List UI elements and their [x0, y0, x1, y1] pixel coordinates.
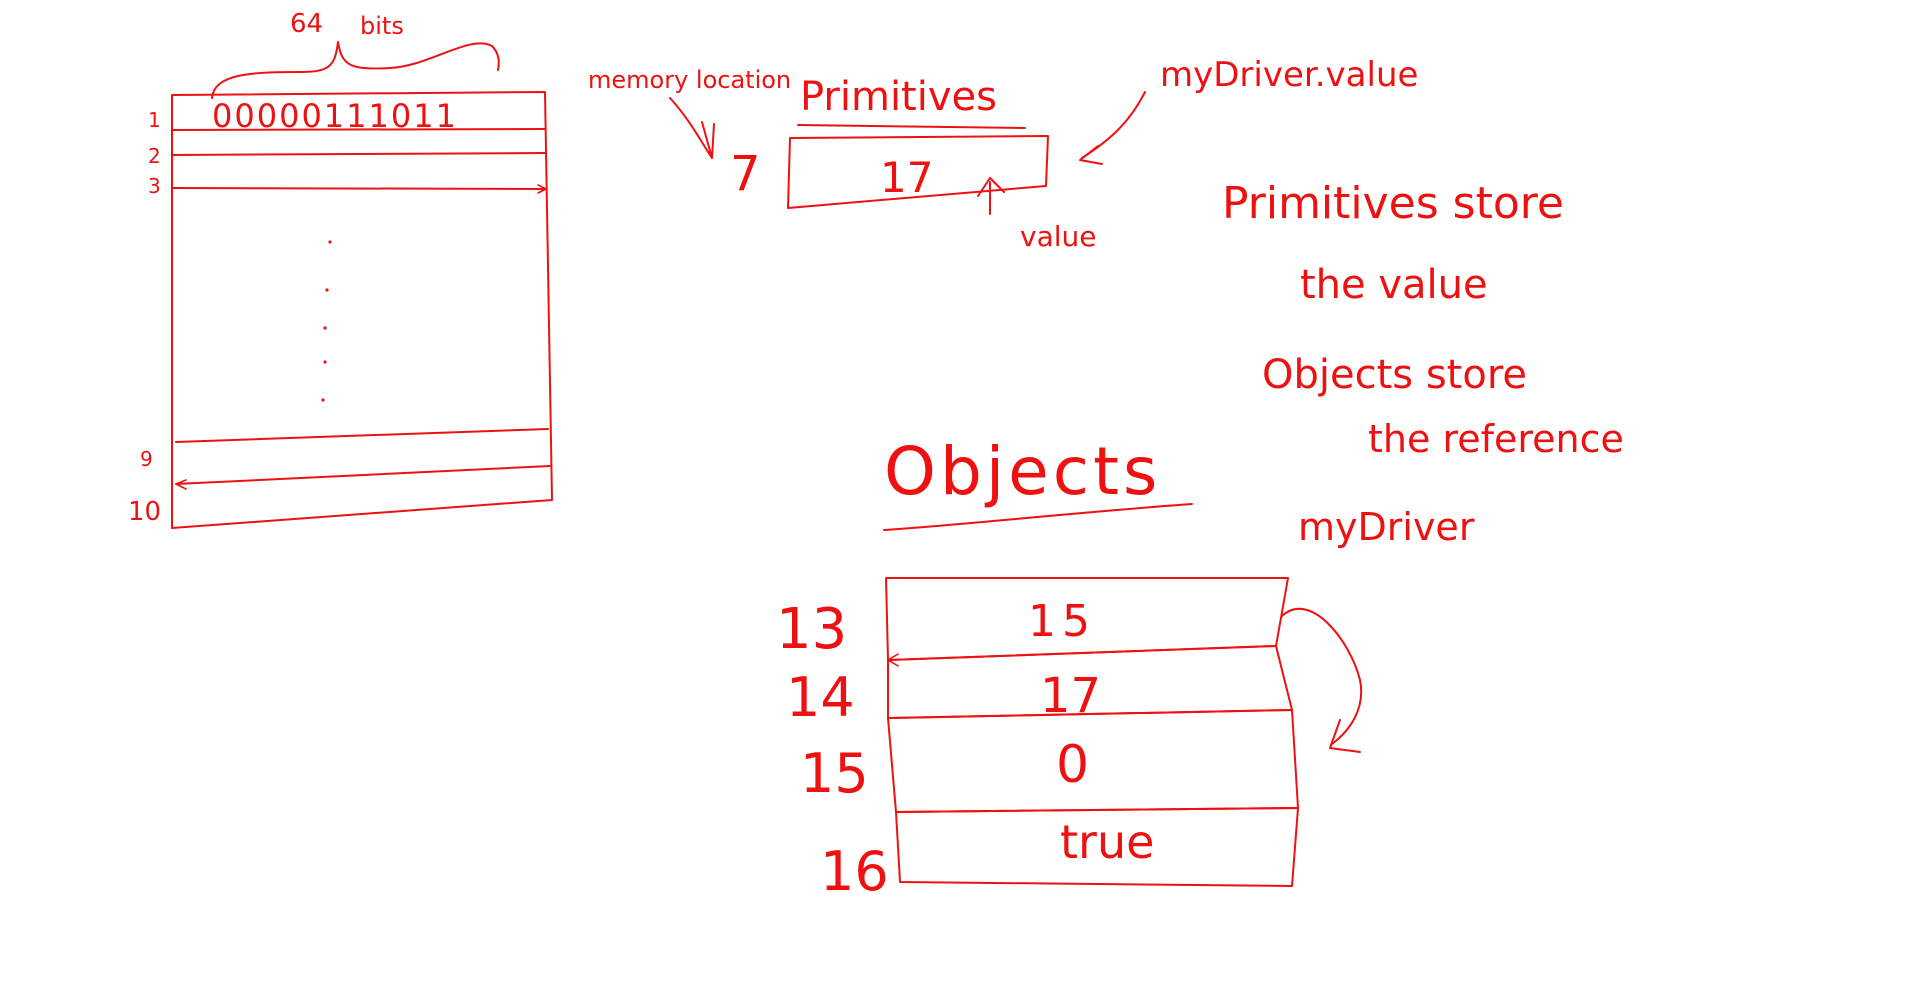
object-address-16: 16 — [820, 840, 889, 903]
ellipsis-dot — [325, 288, 329, 292]
notes: Primitives store the value Objects store… — [1222, 178, 1624, 549]
primitive-address: 7 — [730, 146, 761, 202]
object-value-14: 17 — [1040, 668, 1101, 724]
row-number-9: 9 — [140, 447, 153, 471]
memory-row-line — [171, 152, 546, 156]
primitive-value: 17 — [880, 153, 933, 202]
row-number-2: 2 — [148, 144, 161, 168]
objects-underline — [883, 503, 1193, 531]
note-line-4: the reference — [1368, 417, 1624, 461]
memory-location-note: memory location — [588, 66, 791, 159]
object-address-13: 13 — [776, 597, 847, 662]
object-address-14: 14 — [786, 666, 855, 729]
object-value-13: 15 — [1028, 596, 1096, 647]
memory-location-arrow — [669, 97, 713, 159]
arrow-head — [175, 479, 187, 490]
row-number-1: 1 — [148, 108, 161, 132]
note-line-5: myDriver — [1298, 505, 1475, 549]
memory-row-line — [171, 128, 546, 131]
bits-number: 64 — [290, 9, 323, 39]
memory-grid: 00000111011 1 2 3 9 10 — [128, 91, 553, 529]
object-value-16: true — [1060, 815, 1154, 869]
arrow-head — [977, 177, 1005, 197]
mydriver-value-arrow — [1081, 91, 1146, 159]
arrow-head — [1329, 719, 1361, 753]
ellipsis-dot — [323, 360, 327, 364]
memory-box-outline — [171, 91, 553, 529]
objects-heading: Objects — [884, 433, 1161, 510]
memory-row-line — [175, 428, 549, 443]
note-line-3: Objects store — [1262, 352, 1527, 398]
arrow-head — [1079, 145, 1103, 165]
primitives-heading: Primitives — [800, 74, 997, 120]
arrow-head — [537, 184, 547, 194]
row-number-3: 3 — [148, 174, 161, 198]
note-line-2: the value — [1300, 262, 1488, 308]
ellipsis-dot — [323, 326, 327, 330]
object-cell — [887, 709, 1299, 813]
memory-row-line — [171, 187, 546, 190]
ellipsis-dot — [321, 398, 325, 402]
value-label: value — [1020, 220, 1096, 253]
note-line-1: Primitives store — [1222, 178, 1564, 229]
curly-brace — [211, 41, 500, 99]
arrow-head — [701, 121, 715, 159]
memory-row-line — [175, 465, 551, 485]
row-number-10: 10 — [128, 497, 161, 527]
memory-row-bits: 00000111011 — [212, 97, 458, 135]
bits-word: bits — [360, 12, 404, 40]
objects-section: Objects 13 14 15 16 15 17 0 true — [776, 433, 1363, 903]
mydriver-value-label: myDriver.value — [1160, 55, 1418, 95]
primitives-underline — [797, 124, 1026, 129]
reference-arrow — [1281, 607, 1363, 745]
arrow-head — [887, 653, 899, 667]
primitives-section: Primitives 7 17 value myDriver.value — [730, 55, 1418, 253]
bits-brace: 64 bits — [211, 9, 500, 99]
object-address-15: 15 — [800, 742, 869, 805]
primitive-cell — [787, 135, 1049, 209]
memory-location-label: memory location — [588, 66, 791, 94]
ellipsis-dot — [328, 240, 332, 244]
object-value-15: 0 — [1056, 735, 1089, 795]
object-cell — [895, 807, 1299, 887]
